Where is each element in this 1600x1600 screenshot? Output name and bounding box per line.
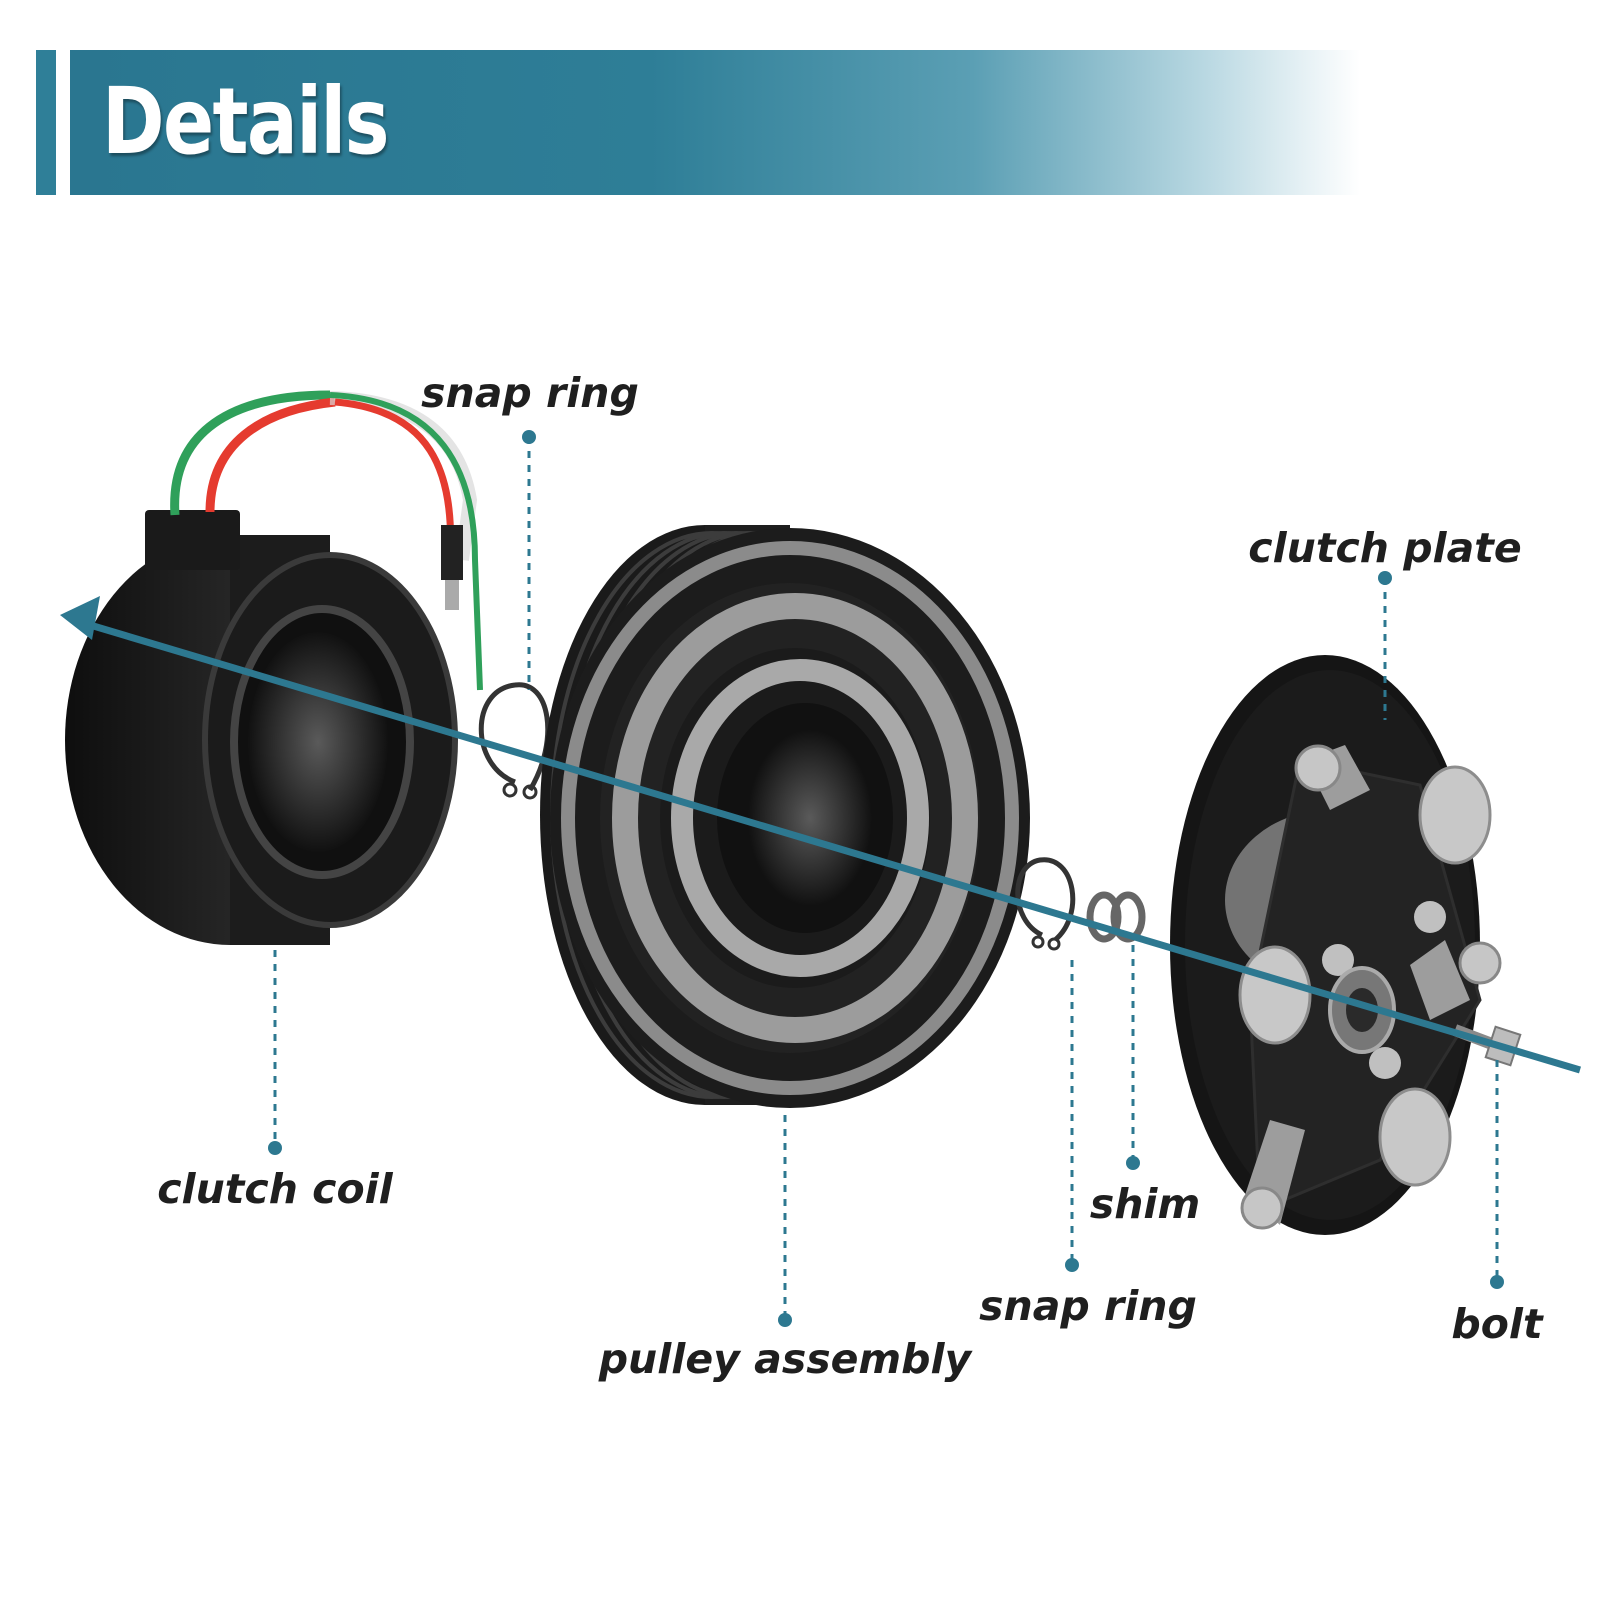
label-pulley-assembly: pulley assembly — [598, 1335, 974, 1383]
green-wire — [170, 390, 331, 516]
shim-part — [1086, 891, 1146, 943]
dot-snap-ring-bottom — [1065, 1258, 1079, 1272]
pulley-assembly — [540, 525, 1030, 1108]
banner-accent-bar — [36, 50, 56, 195]
label-bolt: bolt — [1451, 1300, 1544, 1348]
dot-clutch-plate — [1378, 571, 1392, 585]
coil-connector — [145, 510, 240, 570]
dot-snap-ring-top — [522, 430, 536, 444]
dot-bolt — [1490, 1275, 1504, 1289]
assembly-axis — [60, 596, 1582, 1074]
label-snap-ring-bottom: snap ring — [979, 1282, 1197, 1330]
header-banner: Details — [70, 50, 1360, 195]
clutch-plate — [1170, 655, 1502, 1235]
page-title: Details — [102, 68, 390, 175]
label-clutch-plate: clutch plate — [1248, 524, 1521, 572]
dot-shim — [1126, 1156, 1140, 1170]
red-wire — [205, 397, 336, 513]
snap-ring-bottom-part — [1015, 857, 1076, 951]
clutch-coil — [65, 390, 483, 945]
label-snap-ring-top: snap ring — [421, 369, 639, 417]
dot-clutch-coil — [268, 1141, 282, 1155]
label-clutch-coil: clutch coil — [157, 1165, 393, 1213]
dot-pulley-assembly — [778, 1313, 792, 1327]
label-shim: shim — [1090, 1180, 1200, 1228]
arrow-left-icon — [60, 596, 100, 640]
